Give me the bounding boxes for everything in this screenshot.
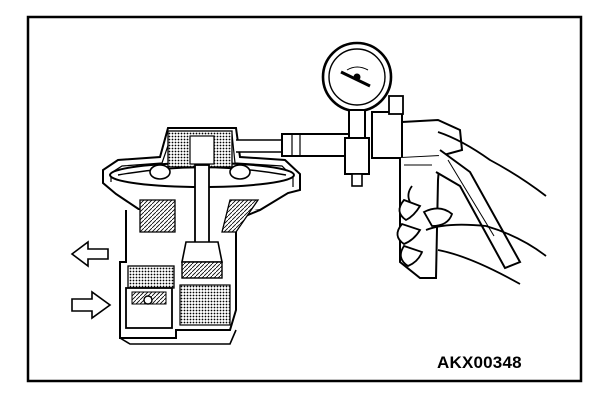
arrow-left-icon	[70, 240, 109, 268]
hand-pump-icon	[371, 95, 522, 279]
figure-code-label: AKX00348	[437, 353, 522, 372]
vacuum-hose	[236, 133, 353, 157]
arrow-right-icon	[71, 290, 112, 320]
valve-housing	[102, 127, 301, 345]
hand-illustration	[396, 131, 547, 285]
figure-frame	[26, 15, 583, 383]
vacuum-gauge-icon	[321, 41, 393, 187]
